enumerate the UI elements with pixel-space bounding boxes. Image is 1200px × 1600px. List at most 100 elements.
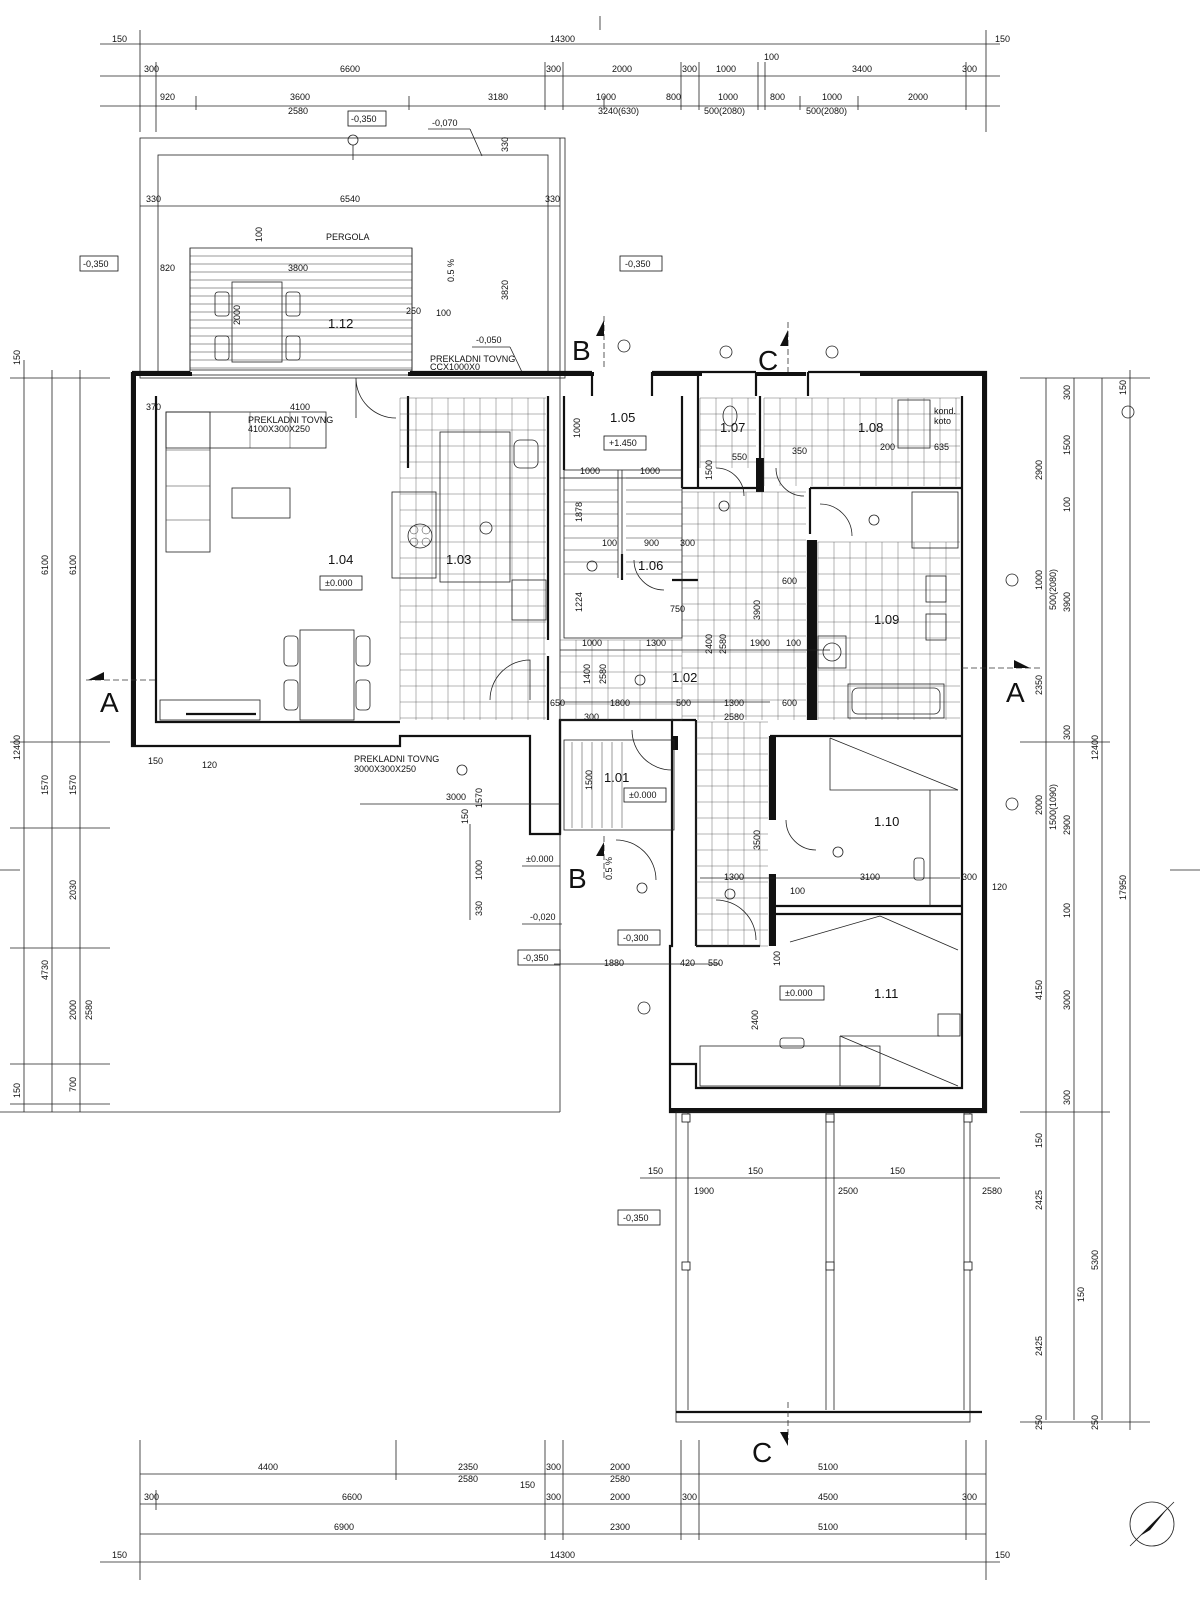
right-dimension-chains: 300 1500 2900 100 1000 500(2080) 3900 23… — [0, 370, 1200, 1430]
level-mark: ±0.000 — [526, 854, 553, 864]
level-mark: -0,300 — [623, 933, 649, 943]
dim: 2350 — [458, 1462, 478, 1472]
interior-dimensions: 1000 1000 1000 100 900 300 1878 1224 100… — [148, 354, 1007, 1030]
terrace-outline: 330 6540 330 330 3820 — [139, 137, 566, 1112]
dim: 200 — [880, 442, 895, 452]
dim: 250 — [1090, 1415, 1100, 1430]
level-mark: -0,350 — [523, 953, 549, 963]
room-number-1-11: 1.11 — [874, 986, 898, 1001]
dim: 150 — [148, 756, 163, 766]
room-number-1-01: 1.01 — [604, 770, 629, 785]
dim: 1000 — [580, 466, 600, 476]
dim: 150 — [890, 1166, 905, 1176]
pergola-label: PERGOLA — [326, 232, 370, 242]
dim: 100 — [254, 227, 264, 242]
room-number-1-05: 1.05 — [610, 410, 635, 425]
dim: 2580 — [724, 712, 744, 722]
dim: 1878 — [574, 502, 584, 522]
dim: 300 — [680, 538, 695, 548]
dim: 150 — [648, 1166, 663, 1176]
dim: 1500 — [584, 770, 594, 790]
dim: 150 — [12, 350, 22, 365]
dim: 2000 — [68, 1000, 78, 1020]
bedrooms: 1.10 1.11 ±0.000 — [699, 737, 961, 1087]
dim: 12400 — [1090, 735, 1100, 760]
dim: 6600 — [340, 64, 360, 74]
dim: 3900 — [752, 600, 762, 620]
dim: 1570 — [40, 775, 50, 795]
dim: 6900 — [334, 1522, 354, 1532]
dim: 2580 — [84, 1000, 94, 1020]
level-mark: -0,020 — [530, 912, 556, 922]
dim: 300 — [584, 712, 599, 722]
dim: 6100 — [40, 555, 50, 575]
dim: 500(2080) — [806, 106, 847, 116]
dim: 2000 — [232, 305, 242, 325]
dim: 3180 — [488, 92, 508, 102]
dim: 150 — [1118, 380, 1128, 395]
room-level-1-01: ±0.000 — [629, 790, 656, 800]
dim: 2000 — [610, 1462, 630, 1472]
dim: 330 — [146, 194, 161, 204]
level-mark: -0,350 — [351, 114, 377, 124]
dim: 4400 — [258, 1462, 278, 1472]
dim: 2000 — [908, 92, 928, 102]
dim: 300 — [1062, 385, 1072, 400]
room-number-1-06: 1.06 — [638, 558, 663, 573]
top-dimension-chains: 150 14300 150 300 6600 300 2000 300 1000… — [100, 16, 1010, 132]
dim: 1880 — [604, 958, 624, 968]
dim: 1570 — [68, 775, 78, 795]
section-a-left: A — [100, 687, 119, 718]
dim: 100 — [602, 538, 617, 548]
dim: 300 — [144, 1492, 159, 1502]
dim: 1500 — [1062, 435, 1072, 455]
dim: 500(2080) — [704, 106, 745, 116]
dim: 300 — [546, 1462, 561, 1472]
dim: 250 — [1034, 1415, 1044, 1430]
lintel-note: CCX1000X0 — [430, 362, 480, 372]
dim: 3800 — [288, 263, 308, 273]
lintel-note: 3000X300X250 — [354, 764, 416, 774]
dim: 300 — [962, 64, 977, 74]
dim: 6600 — [342, 1492, 362, 1502]
dim: 100 — [764, 52, 779, 62]
dim: 2425 — [1034, 1190, 1044, 1210]
dim: 1900 — [750, 638, 770, 648]
section-a-right: A — [1006, 677, 1025, 708]
dim: 2580 — [598, 664, 608, 684]
dim: 1000 — [716, 64, 736, 74]
service-symbols — [456, 339, 1135, 1015]
dim: 820 — [160, 263, 175, 273]
dim: 2400 — [704, 634, 714, 654]
north-arrow-icon — [1129, 1501, 1175, 1547]
dim: 120 — [992, 882, 1007, 892]
dim: 5100 — [818, 1462, 838, 1472]
dim: 1900 — [694, 1186, 714, 1196]
level-marks: -0,350 -0,070 -0,350 -0,350 -0,050 0.5 %… — [79, 110, 663, 1226]
level-mark: -0,350 — [625, 259, 651, 269]
dim: 1000 — [822, 92, 842, 102]
dim: 635 — [934, 442, 949, 452]
dim: 150 — [995, 1550, 1010, 1560]
dim: 12400 — [12, 735, 22, 760]
dim: 300 — [962, 1492, 977, 1502]
dim: 300 — [1062, 1090, 1072, 1105]
dim: 1570 — [474, 788, 484, 808]
room-level-1-05: +1.450 — [609, 438, 637, 448]
lintel-note: 4100X300X250 — [248, 424, 310, 434]
room-level-1-11: ±0.000 — [785, 988, 812, 998]
floor-tiles — [399, 397, 960, 947]
dim: 600 — [782, 576, 797, 586]
section-markers: A A B B C C — [86, 316, 1040, 1468]
dim: 100 — [790, 886, 805, 896]
dim: 1300 — [724, 698, 744, 708]
dim: 330 — [474, 901, 484, 916]
dim: 1400 — [582, 664, 592, 684]
dim: 300 — [144, 64, 159, 74]
section-b-bottom: B — [568, 863, 587, 894]
dim: 120 — [202, 760, 217, 770]
dim: 2580 — [718, 634, 728, 654]
level-mark: -0,350 — [83, 259, 109, 269]
dim: 4730 — [40, 960, 50, 980]
dim: 2900 — [1034, 460, 1044, 480]
